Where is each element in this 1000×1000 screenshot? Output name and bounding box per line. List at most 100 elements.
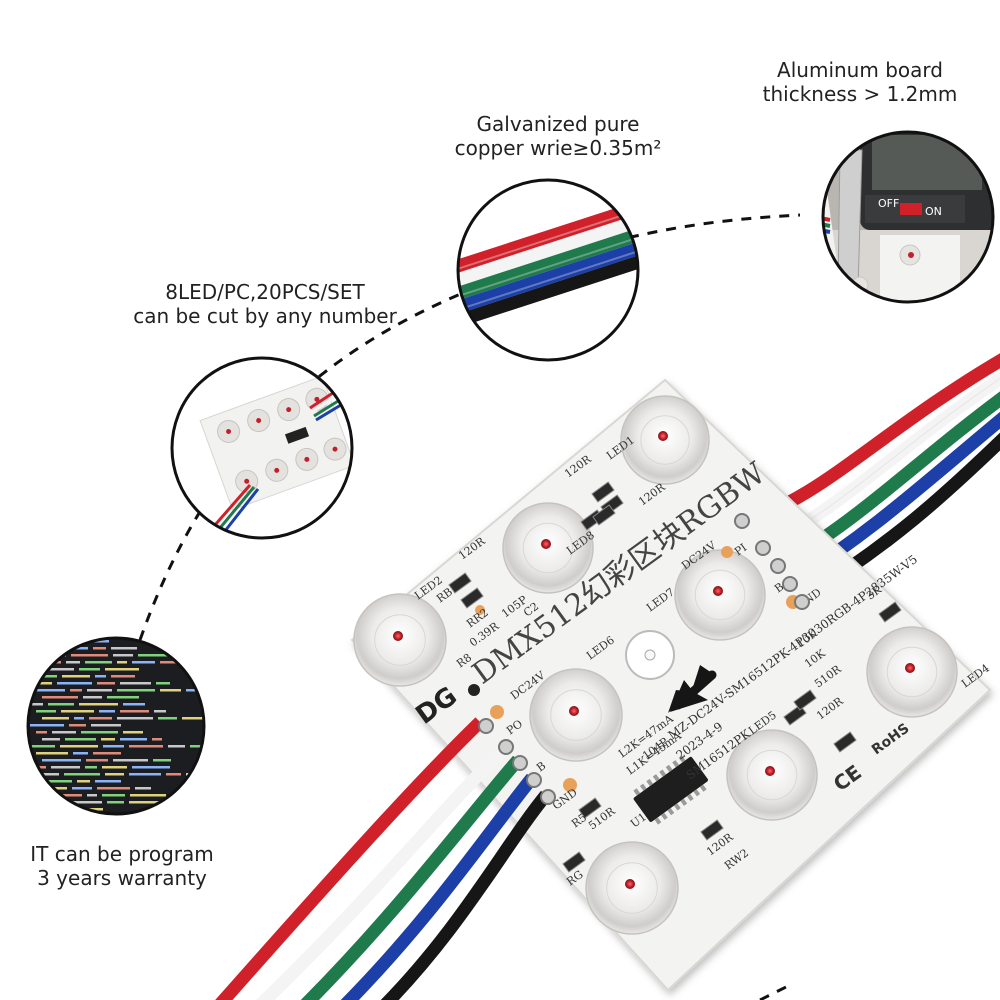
code-line-segment: [158, 717, 177, 720]
code-line-segment: [79, 703, 118, 706]
code-line-segment: [64, 773, 100, 776]
code-line-segment: [79, 668, 100, 671]
callout-aluminum-line1: Aluminum board: [777, 58, 943, 82]
callout-aluminum: Aluminum board thickness > 1.2mm: [760, 58, 960, 106]
code-line-segment: [123, 731, 143, 734]
code-line-segment: [166, 773, 181, 776]
code-line-segment: [182, 717, 204, 720]
code-line-segment: [42, 717, 69, 720]
code-line-segment: [48, 703, 74, 706]
code-line-segment: [103, 745, 124, 748]
code-line-segment: [87, 689, 112, 692]
dashed-connector-bottom: [759, 983, 791, 1000]
led-lenses: [353, 395, 958, 935]
code-line-segment: [168, 745, 185, 748]
led-lens: [585, 841, 679, 935]
code-line-segment: [30, 682, 52, 685]
led-lens: [502, 502, 594, 594]
code-line-segment: [102, 766, 127, 769]
callout-cut-line1: 8LED/PC,20PCS/SET: [165, 280, 365, 304]
code-line-segment: [36, 731, 47, 734]
led-lens: [353, 593, 447, 687]
code-line-segment: [93, 752, 121, 755]
code-line-segment: [102, 794, 125, 797]
solder-pads: [475, 546, 800, 792]
code-line-segment: [42, 780, 72, 783]
smd-resistor: [562, 851, 586, 873]
led-lens: [529, 668, 623, 762]
code-line-segment: [97, 682, 115, 685]
code-line-segment: [73, 752, 88, 755]
code-line-segment: [70, 689, 82, 692]
code-line-segment: [72, 787, 92, 790]
callout-copper: Galvanized pure copper wrie≥0.35m²: [442, 112, 674, 160]
code-line-segment: [55, 794, 82, 797]
code-line-segment: [30, 640, 40, 643]
code-line-segment: [190, 745, 204, 748]
code-line-segment: [36, 773, 59, 776]
code-line-segment: [36, 815, 71, 818]
code-line-segment: [120, 682, 151, 685]
code-line-segment: [81, 731, 118, 734]
code-line-segment: [152, 738, 162, 741]
multimeter-on-label: ON: [925, 205, 942, 218]
code-line-segment: [62, 675, 90, 678]
code-line-segment: [85, 661, 112, 664]
code-line-segment: [156, 682, 170, 685]
code-line-segment: [36, 647, 53, 650]
smd-resistor: [833, 731, 857, 753]
code-line-segment: [129, 801, 159, 804]
code-line-segment: [107, 696, 139, 699]
code-line-segment: [52, 731, 76, 734]
code-line-segment: [176, 654, 192, 657]
code-line-segment: [117, 689, 155, 692]
code-line-segment: [77, 780, 90, 783]
code-line-segment: [36, 668, 74, 671]
code-line-segment: [36, 794, 50, 797]
code-line-segment: [57, 682, 92, 685]
code-line-segment: [135, 787, 151, 790]
code-line-segment: [111, 647, 137, 650]
code-line-segment: [42, 738, 60, 741]
code-line-segment: [101, 738, 115, 741]
code-line-segment: [120, 738, 147, 741]
smd-resistor: [591, 481, 615, 503]
callout-cut: 8LED/PC,20PCS/SET can be cut by any numb…: [120, 280, 410, 328]
code-line-segment: [132, 766, 170, 769]
code-line-segment: [129, 745, 163, 748]
code-line-segment: [65, 738, 96, 741]
code-line-segment: [111, 675, 135, 678]
callout-copper-line1: Galvanized pure: [476, 112, 640, 136]
code-line-segment: [164, 801, 177, 804]
code-line-segment: [113, 759, 148, 762]
code-line-segment: [76, 815, 94, 818]
code-line-segment: [113, 654, 133, 657]
code-line-segment: [36, 689, 65, 692]
code-line-segment: [153, 759, 171, 762]
callout-aluminum-line2: thickness > 1.2mm: [762, 82, 958, 106]
module-zoom-circle: [170, 356, 354, 540]
callout-program-line1: IT can be program: [30, 842, 214, 866]
code-line-segment: [129, 773, 161, 776]
callout-program: IT can be program 3 years warranty: [15, 842, 229, 890]
code-line-segment: [135, 815, 149, 818]
code-line-segment: [117, 717, 153, 720]
code-line-segment: [95, 780, 121, 783]
wire-zoom-circle: [456, 178, 640, 362]
code-line-segment: [71, 654, 108, 657]
smd-resistor: [592, 504, 616, 526]
led-lens: [620, 395, 710, 485]
code-line-segment: [107, 801, 124, 804]
code-line-segment: [87, 794, 97, 797]
code-line-segment: [97, 787, 130, 790]
code-line-segment: [85, 766, 97, 769]
code-line-segment: [95, 675, 106, 678]
wire-bundle-bottom: [215, 717, 552, 1000]
code-line-segment: [89, 717, 112, 720]
code-line-segment: [42, 675, 57, 678]
code-line-segment: [68, 801, 102, 804]
code-line-segment: [42, 696, 78, 699]
smd-resistor: [578, 797, 602, 819]
callout-copper-line2: copper wrie≥0.35m²: [454, 136, 662, 160]
